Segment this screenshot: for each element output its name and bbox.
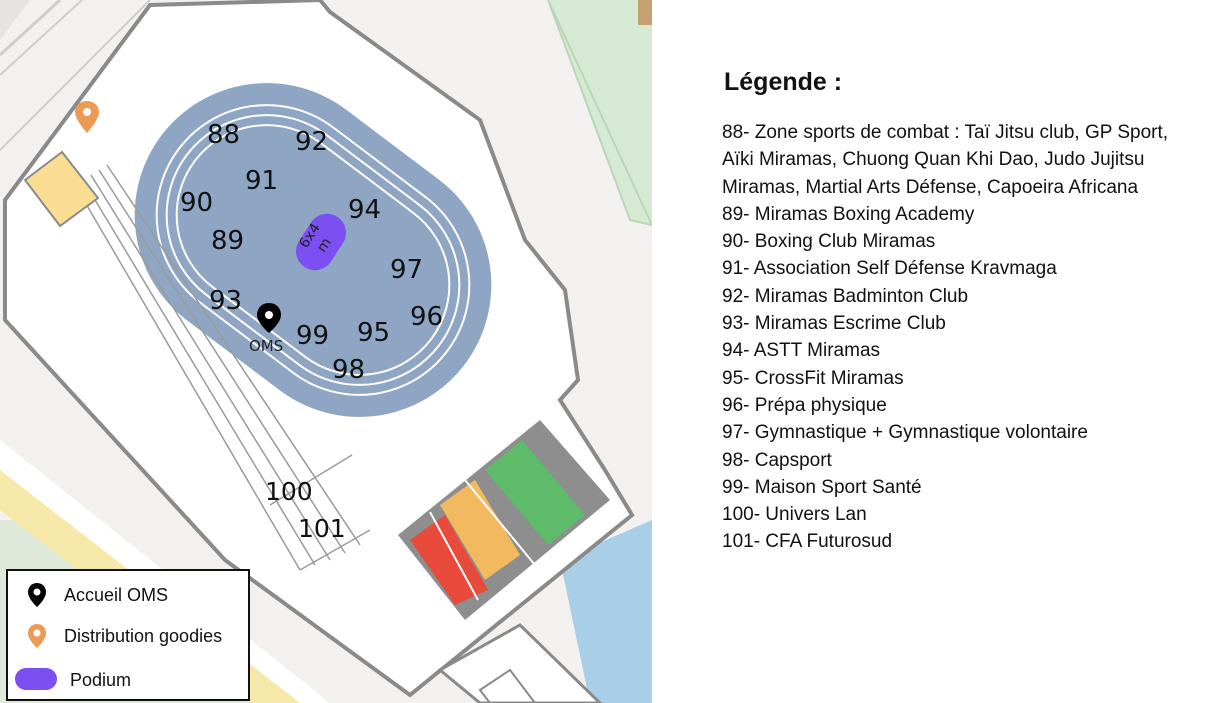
park-edge xyxy=(547,0,652,227)
legend-entry: 90- Boxing Club Miramas xyxy=(722,231,936,253)
road-line xyxy=(0,0,151,151)
zone-label-96: 96 xyxy=(410,302,444,332)
podium-icon xyxy=(296,213,346,271)
building-edge xyxy=(638,0,652,25)
goodies-pin-icon xyxy=(75,101,99,133)
zone-label-92: 92 xyxy=(295,127,329,157)
legend-entry: 91- Association Self Défense Kravmaga xyxy=(722,258,1057,280)
legend-row-oms: Accueil OMS xyxy=(26,582,168,608)
legend-list: 88- Zone sports de combat : Taï Jitsu cl… xyxy=(722,119,1192,556)
legend-row-goodies: Distribution goodies xyxy=(26,623,222,649)
sports-fields xyxy=(398,420,610,620)
field-orange xyxy=(440,480,520,580)
water-area xyxy=(560,520,652,703)
zone-label-94: 94 xyxy=(348,195,382,225)
zone-label-90: 90 xyxy=(180,188,214,218)
legend-goodies-label: Distribution goodies xyxy=(64,625,223,646)
zone-label-98: 98 xyxy=(332,355,366,385)
road-line xyxy=(0,0,62,57)
legend-title: Légende : xyxy=(724,68,843,96)
zone-label-97: 97 xyxy=(390,255,424,285)
building-south xyxy=(437,623,603,703)
legend-entry: 98- Capsport xyxy=(722,449,832,471)
zone-label-88: 88 xyxy=(207,120,241,150)
podium-icon xyxy=(14,667,58,693)
legend-entry: 99- Maison Sport Santé xyxy=(722,476,922,498)
legend-oms-label: Accueil OMS xyxy=(64,584,169,605)
oms-pin-icon xyxy=(26,582,52,608)
legend-entry: 94- ASTT Miramas xyxy=(722,340,881,362)
oms-label: OMS xyxy=(249,337,284,355)
building-south-inner xyxy=(478,668,537,703)
legend-entry: 100- Univers Lan xyxy=(722,504,867,526)
legend-entry: 93- Miramas Escrime Club xyxy=(722,313,946,335)
field-green xyxy=(485,440,585,545)
legend-entry: 96- Prépa physique xyxy=(722,394,887,416)
zone-label-99: 99 xyxy=(296,321,330,351)
site-map: 88 92 91 90 94 89 97 93 96 99 95 98 100 … xyxy=(0,0,652,703)
sprint-lanes xyxy=(74,164,371,571)
road-line xyxy=(0,0,83,76)
legend-entry: 92- Miramas Badminton Club xyxy=(722,285,969,307)
legend-entry: 101- CFA Futurosud xyxy=(722,531,893,553)
zone-label-89: 89 xyxy=(211,226,245,256)
zone-label-93: 93 xyxy=(209,286,243,316)
oms-pin-icon xyxy=(257,303,281,333)
yellow-block xyxy=(23,150,100,228)
zone-label-100: 100 xyxy=(265,477,313,506)
legend-entry: 88- Zone sports de combat : Taï Jitsu cl… xyxy=(722,122,1169,198)
legend-panel: Légende : 88- Zone sports de combat : Ta… xyxy=(722,68,1192,556)
legend-entry: 95- CrossFit Miramas xyxy=(722,367,904,389)
legend-podium-label: Podium xyxy=(70,669,132,690)
road-corner xyxy=(0,0,30,40)
zone-label-91: 91 xyxy=(245,166,279,196)
map-legend-box: Accueil OMS Distribution goodies Podium xyxy=(6,569,250,701)
legend-entry: 89- Miramas Boxing Academy xyxy=(722,203,975,225)
goodies-pin-icon xyxy=(26,623,52,649)
zone-label-95: 95 xyxy=(357,318,391,348)
legend-entry: 97- Gymnastique + Gymnastique volontaire xyxy=(722,422,1088,444)
legend-row-podium: Podium xyxy=(14,667,131,693)
zone-label-101: 101 xyxy=(298,514,346,543)
